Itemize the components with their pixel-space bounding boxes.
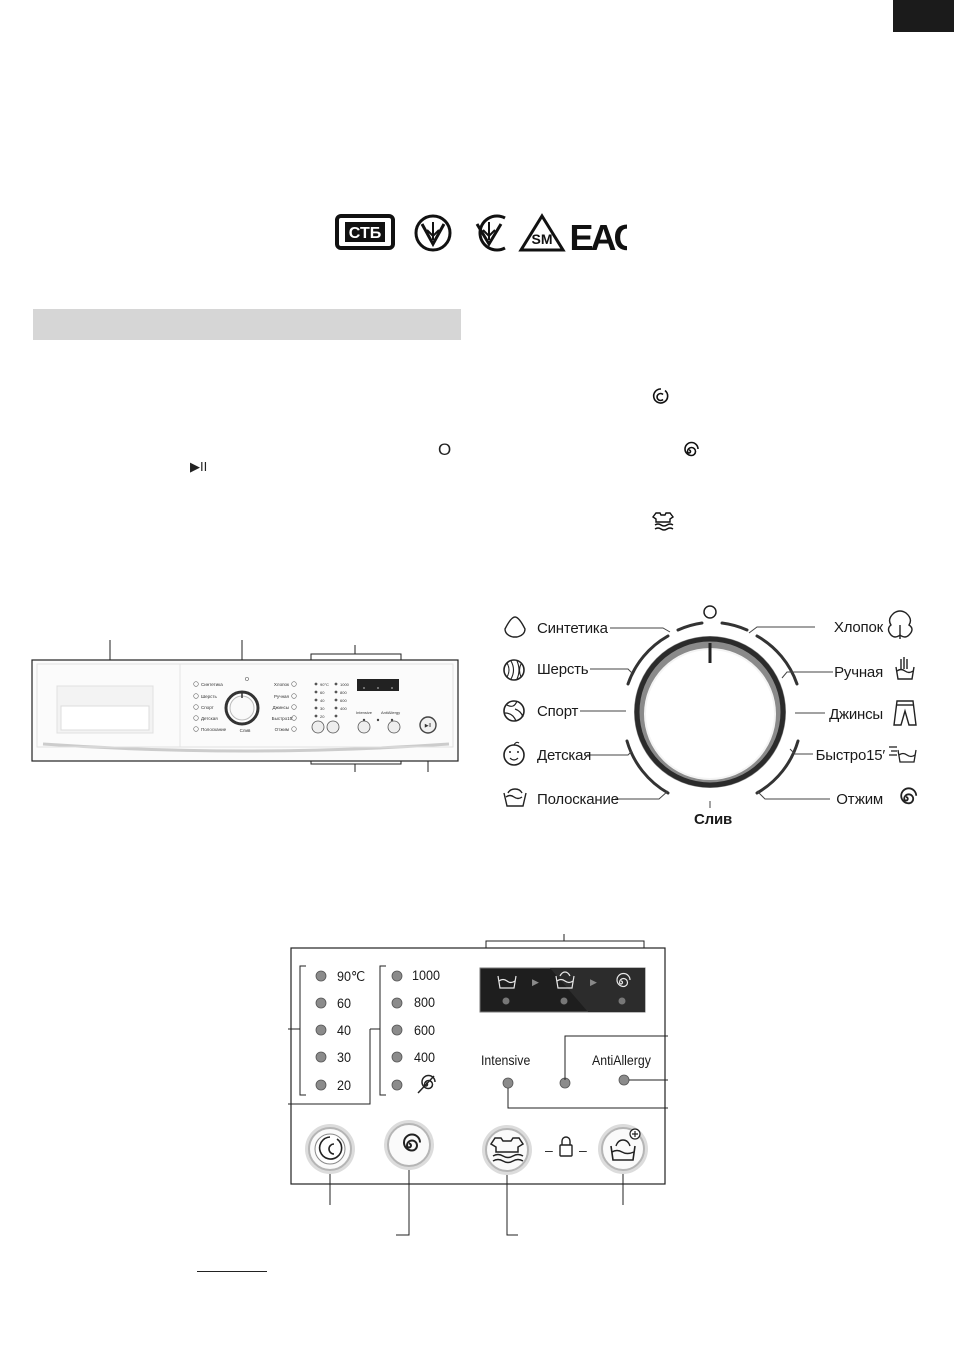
program-hand-wash[interactable]: Ручная bbox=[834, 664, 883, 681]
svg-text:Спорт: Спорт bbox=[201, 705, 214, 710]
temp-label-20: 20 bbox=[337, 1077, 352, 1093]
quick-wash-icon bbox=[889, 746, 917, 763]
spin-button[interactable] bbox=[384, 1120, 434, 1170]
svg-text:Слив: Слив bbox=[240, 728, 251, 733]
spin-icon bbox=[900, 787, 918, 805]
antiallergy-label: AntiAllergy bbox=[592, 1052, 651, 1068]
triangle-mark-icon: SM bbox=[518, 213, 566, 252]
svg-text:Детская: Детская bbox=[201, 716, 218, 721]
rinse-button[interactable] bbox=[482, 1125, 532, 1175]
svg-text:Отжим: Отжим bbox=[275, 727, 289, 732]
wool-icon bbox=[503, 659, 525, 681]
rinse-icon bbox=[503, 788, 527, 807]
svg-text:Полоскание: Полоскание bbox=[201, 727, 227, 732]
eac-logo: EAC bbox=[569, 217, 627, 256]
hand-wash-icon bbox=[895, 657, 915, 680]
page-tab bbox=[893, 0, 954, 32]
program-quick-15[interactable]: Быстро15′ bbox=[815, 747, 886, 764]
svg-text:–: – bbox=[579, 1142, 587, 1158]
antiallergy-button-shape bbox=[598, 1124, 648, 1174]
svg-text:▶II: ▶II bbox=[425, 723, 432, 729]
sport-ball-icon bbox=[503, 700, 525, 722]
spin-label-400: 400 bbox=[414, 1049, 436, 1065]
svg-text:Синтетика: Синтетика bbox=[201, 682, 223, 687]
control-panel-detail: ▶ ▶ bbox=[288, 928, 668, 1240]
start-pause-symbol: ▶II bbox=[190, 459, 208, 474]
intensive-label: Intensive bbox=[481, 1052, 531, 1068]
svg-text:40: 40 bbox=[320, 698, 325, 703]
svg-text:600: 600 bbox=[340, 698, 347, 703]
svg-text:SM: SM bbox=[532, 231, 553, 247]
conformity-mark-icon bbox=[414, 214, 452, 252]
program-jeans[interactable]: Джинсы bbox=[829, 706, 883, 723]
jeans-icon bbox=[893, 700, 917, 726]
temp-label-60: 60 bbox=[337, 995, 352, 1011]
svg-text:60: 60 bbox=[320, 690, 325, 695]
baby-face-icon bbox=[503, 741, 525, 766]
svg-text:Ручная: Ручная bbox=[274, 694, 290, 699]
svg-text:▶: ▶ bbox=[590, 977, 597, 987]
svg-text:Intensive: Intensive bbox=[356, 710, 373, 715]
svg-text:30: 30 bbox=[320, 706, 325, 711]
svg-text:СТБ: СТБ bbox=[349, 225, 381, 242]
spin-label-600: 600 bbox=[414, 1022, 436, 1038]
temperature-icon bbox=[652, 388, 669, 404]
spin-icon bbox=[684, 441, 699, 457]
svg-text:1000: 1000 bbox=[340, 682, 350, 687]
svg-text:Быстро15′: Быстро15′ bbox=[272, 716, 294, 721]
stb-logo: СТБ bbox=[335, 214, 395, 250]
cotton-icon bbox=[887, 610, 913, 639]
temp-label-90: 90℃ bbox=[337, 968, 366, 984]
svg-text:20: 20 bbox=[320, 714, 325, 719]
svg-text:–: – bbox=[545, 1142, 553, 1158]
svg-text:Шерсть: Шерсть bbox=[201, 694, 217, 699]
program-dial-diagram: Синтетика Шерсть Спорт Детская Полоскани… bbox=[495, 595, 925, 835]
svg-text:AntiAllergy: AntiAllergy bbox=[381, 710, 400, 715]
certification-logos: СТБ SM EAC bbox=[335, 213, 627, 256]
spin-button-shape bbox=[384, 1120, 434, 1170]
svg-text:Джинсы: Джинсы bbox=[272, 705, 289, 710]
program-synthetics[interactable]: Синтетика bbox=[537, 620, 608, 637]
program-wool[interactable]: Шерсть bbox=[537, 661, 589, 678]
antiallergy-button[interactable] bbox=[598, 1124, 648, 1174]
svg-text:800: 800 bbox=[340, 690, 347, 695]
svg-text:▶: ▶ bbox=[532, 977, 539, 987]
program-drain[interactable]: Слив bbox=[694, 811, 733, 828]
rinse-button-shape bbox=[482, 1125, 532, 1175]
temp-label-40: 40 bbox=[337, 1022, 352, 1038]
footnote-underline bbox=[197, 1271, 267, 1272]
svg-text:Хлопок: Хлопок bbox=[274, 682, 289, 687]
program-dial[interactable] bbox=[495, 595, 925, 835]
temperature-button[interactable] bbox=[305, 1124, 355, 1174]
program-spin[interactable]: Отжим bbox=[836, 791, 883, 808]
rinse-shirt-icon bbox=[652, 512, 674, 531]
spin-label-1000: 1000 bbox=[412, 967, 441, 983]
program-cotton[interactable]: Хлопок bbox=[833, 619, 883, 636]
program-kids[interactable]: Детская bbox=[537, 747, 592, 764]
control-panel-overview: O Слив Синтетика Шерсть Спорт Детская По… bbox=[31, 640, 459, 772]
temperature-button-shape bbox=[305, 1124, 355, 1174]
program-sport[interactable]: Спорт bbox=[537, 703, 579, 720]
temp-label-30: 30 bbox=[337, 1049, 352, 1065]
svg-text:90°C: 90°C bbox=[320, 682, 329, 687]
section-header-bar bbox=[33, 309, 461, 340]
child-lock-icon: – – bbox=[545, 1136, 587, 1158]
power-symbol: O bbox=[438, 440, 452, 459]
conformity-mark-2-icon bbox=[475, 214, 506, 252]
program-rinse[interactable]: Полоскание bbox=[537, 791, 619, 808]
no-spin-icon bbox=[417, 1074, 436, 1094]
svg-text:400: 400 bbox=[340, 706, 347, 711]
synthetics-icon bbox=[504, 616, 526, 638]
svg-text:O: O bbox=[245, 677, 249, 683]
spin-label-800: 800 bbox=[414, 994, 436, 1010]
